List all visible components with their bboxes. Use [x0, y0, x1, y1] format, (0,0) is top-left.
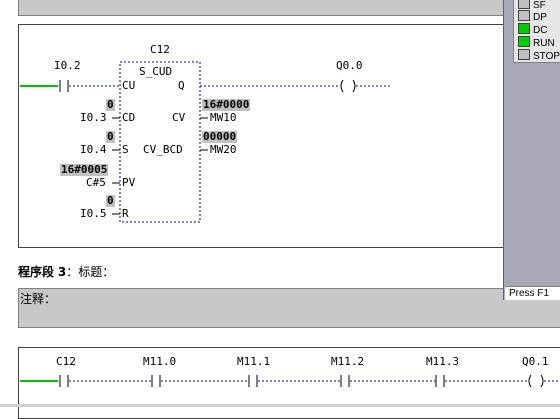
- network-title-prefix: 程序段: [18, 265, 55, 279]
- led-stop-indicator: [518, 49, 530, 60]
- s-address[interactable]: I0.4: [80, 143, 107, 156]
- network3-contact-4[interactable]: M11.2: [331, 355, 365, 368]
- counter-block-border: [119, 61, 201, 223]
- network-title-label: ：标题：: [66, 265, 115, 279]
- cd-address[interactable]: I0.3: [80, 111, 107, 124]
- pv-address[interactable]: C#5: [86, 176, 106, 189]
- window-bottom-edge: [0, 404, 560, 407]
- led-dp-label: DP: [533, 12, 547, 23]
- cd-status-value: 0: [106, 98, 115, 111]
- pin-pv: PV: [122, 176, 136, 189]
- network3-coil[interactable]: Q0.1: [522, 355, 549, 368]
- led-sf: SF: [518, 0, 546, 11]
- network3-ladder-diagram: [20, 374, 560, 388]
- led-dc-label: DC: [533, 25, 548, 36]
- network3-contact-5[interactable]: M11.3: [426, 355, 460, 368]
- network3-contact-2[interactable]: M11.0: [143, 355, 177, 368]
- block-instance-name: C12: [150, 43, 170, 56]
- pin-q: Q: [178, 79, 185, 92]
- status-bar-text: Press F1: [505, 286, 560, 300]
- r-status-value: 0: [106, 194, 115, 207]
- network3-contact-1[interactable]: C12: [56, 355, 76, 368]
- cvbcd-status-value: 00000: [202, 130, 238, 143]
- pv-status-value: 16#0005: [60, 163, 109, 176]
- cpu-led-panel: SF DP DC RUN STOP: [513, 0, 560, 63]
- pin-s: S: [122, 143, 129, 156]
- pin-cd: CD: [122, 111, 136, 124]
- pin-cu: CU: [122, 79, 136, 92]
- pin-cv: CV: [172, 111, 186, 124]
- led-stop: STOP: [518, 49, 560, 62]
- network3-contact-3[interactable]: M11.1: [237, 355, 271, 368]
- led-run: RUN: [518, 36, 555, 49]
- led-sf-indicator: [518, 0, 530, 9]
- led-dp: DP: [518, 10, 547, 23]
- contact-address-i02[interactable]: I0.2: [54, 59, 81, 72]
- network3-title[interactable]: 程序段 3：标题：: [18, 263, 114, 280]
- s-status-value: 0: [106, 130, 115, 143]
- r-address[interactable]: I0.5: [80, 207, 107, 220]
- coil-right-arc: [352, 79, 356, 93]
- led-dc: DC: [518, 23, 548, 36]
- coil-address-q00[interactable]: Q0.0: [336, 59, 363, 72]
- network3-comment-bar[interactable]: [18, 288, 560, 328]
- pin-r: R: [122, 207, 129, 220]
- led-stop-label: STOP: [533, 51, 560, 62]
- led-run-label: RUN: [533, 38, 555, 49]
- cv-address[interactable]: MW10: [210, 111, 237, 124]
- led-dp-indicator: [518, 10, 530, 21]
- led-sf-label: SF: [533, 0, 546, 11]
- led-run-indicator: [518, 36, 530, 47]
- network2-ladder-area[interactable]: [18, 24, 506, 248]
- block-type-name: S_CUD: [139, 65, 173, 78]
- led-dc-indicator: [518, 23, 530, 34]
- network-number: 3: [57, 265, 67, 279]
- coil-left-arc: [340, 79, 344, 93]
- cvbcd-address[interactable]: MW20: [210, 143, 237, 156]
- network2-ladder-diagram: [20, 61, 392, 223]
- network3-comment-label: 注释：: [20, 292, 57, 306]
- cv-status-value: 16#0000: [202, 98, 251, 111]
- pin-cv-bcd: CV_BCD: [143, 143, 183, 156]
